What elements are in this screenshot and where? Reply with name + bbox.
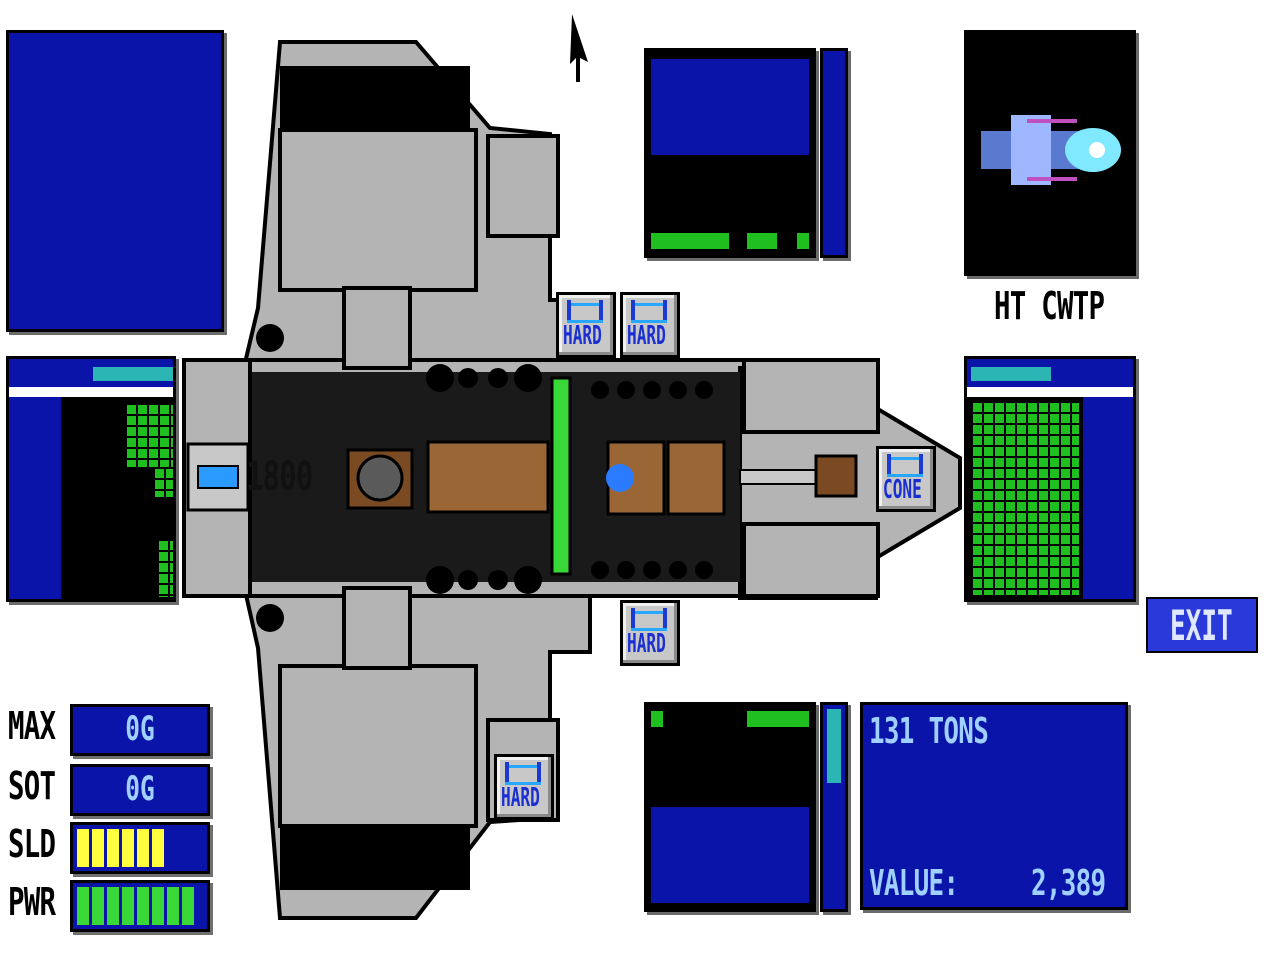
- ship-schematic: [182, 40, 962, 920]
- level-cell: [182, 887, 194, 925]
- top-center-panel: [644, 48, 816, 258]
- hardpoint-slot-2[interactable]: HARD: [620, 292, 680, 358]
- level-cell: [137, 829, 149, 867]
- sld-gauge: [70, 822, 210, 874]
- cargo-tonnage: 131 TONS: [869, 711, 989, 752]
- pwr-label: PWR: [8, 880, 56, 924]
- sot-value: 0G: [125, 769, 155, 809]
- hardpoint-icon: [567, 300, 603, 323]
- max-gauge: 0G: [70, 704, 210, 756]
- bottom-center-panel: [644, 702, 816, 912]
- sot-label: SOT: [8, 764, 56, 808]
- hardpoint-icon: [631, 608, 667, 631]
- cargo-value-label: VALUE:: [869, 863, 959, 904]
- max-value: 0G: [125, 709, 155, 749]
- cargo-value: 2,389: [1031, 863, 1106, 904]
- hardpoint-icon: [505, 762, 541, 785]
- level-cell: [107, 829, 119, 867]
- left-meter-panel: [6, 356, 176, 602]
- cargo-info-panel: 131 TONS VALUE: 2,389: [860, 702, 1128, 910]
- hardpoint-slot-1[interactable]: HARD: [556, 292, 616, 358]
- level-cell: [77, 829, 89, 867]
- cone-icon: [887, 454, 923, 477]
- cone-slot[interactable]: CONE: [876, 446, 936, 512]
- thrust-readout: 1800: [246, 454, 313, 500]
- sld-label: SLD: [8, 822, 56, 866]
- ship-preview-panel: [964, 30, 1136, 276]
- level-cell: [122, 887, 134, 925]
- level-cell: [92, 887, 104, 925]
- ship-preview-icon: [981, 115, 1121, 185]
- level-cell: [167, 887, 179, 925]
- ship-name: HT CWTP: [994, 284, 1105, 328]
- bottom-center-bar: [820, 702, 848, 912]
- pwr-gauge: [70, 880, 210, 932]
- hardpoint-slot-4[interactable]: HARD: [494, 754, 554, 820]
- top-center-bar: [820, 48, 848, 258]
- hardpoint-icon: [631, 300, 667, 323]
- mouse-cursor-icon: [570, 14, 588, 82]
- left-meter-header: [9, 359, 173, 387]
- level-cell: [152, 829, 164, 867]
- level-cell: [137, 887, 149, 925]
- exit-button[interactable]: EXIT: [1146, 597, 1258, 653]
- sot-gauge: 0G: [70, 764, 210, 816]
- sld-level-bar: [77, 829, 164, 867]
- pwr-level-bar: [77, 887, 194, 925]
- level-cell: [92, 829, 104, 867]
- level-cell: [152, 887, 164, 925]
- hardpoint-slot-3[interactable]: HARD: [620, 600, 680, 666]
- scanner-panel-top-left: [6, 30, 224, 332]
- level-cell: [77, 887, 89, 925]
- level-cell: [122, 829, 134, 867]
- right-meter-panel: [964, 356, 1136, 602]
- level-cell: [107, 887, 119, 925]
- max-label: MAX: [8, 704, 56, 748]
